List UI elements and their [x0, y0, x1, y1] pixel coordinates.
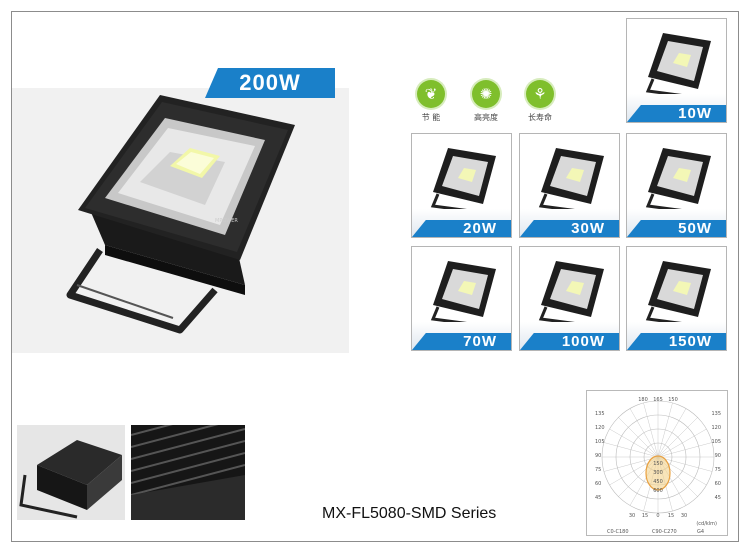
floodlight-image: [645, 33, 711, 97]
polar-spoke: [657, 417, 698, 458]
hero-floodlight-image: MPOWER: [66, 95, 295, 334]
svg-text:MPOWER: MPOWER: [215, 218, 238, 224]
polar-spoke: [603, 456, 659, 472]
angle-label: 135: [711, 411, 721, 417]
leaf-icon: ❦: [417, 80, 445, 108]
legend-entry: C0-C180: [607, 529, 629, 535]
polar-spoke: [603, 442, 659, 458]
model-label: 30W: [520, 220, 619, 237]
ring-label: 450: [653, 479, 663, 485]
polar-spoke: [629, 408, 659, 458]
angle-label: 75: [715, 467, 721, 473]
angle-label: 45: [715, 495, 721, 501]
angle-label: 105: [711, 439, 721, 445]
series-name: MX-FL5080-SMD Series: [322, 505, 497, 522]
floodlight-image: [538, 148, 604, 212]
model-tile-30w[interactable]: 30W: [519, 133, 620, 238]
angle-label: 60: [715, 481, 721, 487]
model-tile-100w[interactable]: 100W: [519, 246, 620, 351]
floodlight-image: [645, 261, 711, 325]
floodlight-image: [538, 261, 604, 325]
eco-icon-high-brightness: ✺ 高亮度: [466, 80, 506, 123]
floodlight-image: [430, 261, 496, 325]
angle-label: 60: [595, 481, 601, 487]
angle-label: 165: [653, 397, 663, 403]
polar-spoke: [657, 408, 687, 458]
model-label: 20W: [412, 220, 511, 237]
eco-label: 高亮度: [474, 113, 498, 122]
angle-label: 90: [715, 453, 721, 459]
angle-label: 120: [711, 425, 721, 431]
floodlight-image: [430, 148, 496, 212]
angle-label: 0: [656, 513, 659, 519]
plant-icon: ⚘: [526, 80, 554, 108]
angle-label: 135: [595, 411, 605, 417]
angle-label: 180: [638, 397, 648, 403]
angle-label: 90: [595, 453, 601, 459]
model-label: 70W: [412, 333, 511, 350]
model-label: 10W: [627, 105, 726, 122]
ring-label: 150: [653, 461, 663, 467]
eco-icon-energy-saving: ❦ 节 能: [411, 80, 451, 123]
legend-entry: C90-C270: [652, 529, 677, 535]
polar-spoke: [618, 417, 659, 458]
polar-spoke: [609, 428, 659, 458]
angle-label: 15: [668, 513, 674, 519]
hero-wattage-badge: 200W: [205, 68, 335, 98]
polar-spoke: [657, 456, 713, 472]
model-label: 150W: [627, 333, 726, 350]
polar-spoke: [657, 428, 707, 458]
floodlight-image: [645, 148, 711, 212]
model-tile-70w[interactable]: 70W: [411, 246, 512, 351]
legend-entry: G4: [697, 529, 704, 535]
angle-label: 75: [595, 467, 601, 473]
model-tile-10w[interactable]: 10W: [626, 18, 727, 123]
polar-spoke: [657, 402, 673, 458]
angle-label: 45: [595, 495, 601, 501]
model-label: 100W: [520, 333, 619, 350]
polar-spoke: [657, 442, 713, 458]
model-tile-50w[interactable]: 50W: [626, 133, 727, 238]
angle-label: 30: [681, 513, 687, 519]
model-label: 50W: [627, 220, 726, 237]
eco-label: 节 能: [421, 113, 441, 122]
heatsink-fins-photo: [131, 425, 245, 520]
ring-label: 600: [653, 488, 663, 494]
beam-curve: [645, 455, 671, 491]
eco-icon-long-life: ⚘ 长寿命: [520, 80, 560, 123]
eco-label: 长寿命: [528, 113, 552, 122]
ring-label: 300: [653, 470, 663, 476]
angle-label: 150: [668, 397, 678, 403]
model-tile-20w[interactable]: 20W: [411, 133, 512, 238]
sun-icon: ✺: [472, 80, 500, 108]
angle-label: 105: [595, 439, 605, 445]
angle-label: 15: [642, 513, 648, 519]
model-tile-150w[interactable]: 150W: [626, 246, 727, 351]
angle-label: 120: [595, 425, 605, 431]
polar-spoke: [643, 402, 659, 458]
rear-view-photo: [17, 425, 125, 520]
unit-label: (cd/klm): [696, 521, 717, 527]
angle-label: 30: [629, 513, 635, 519]
